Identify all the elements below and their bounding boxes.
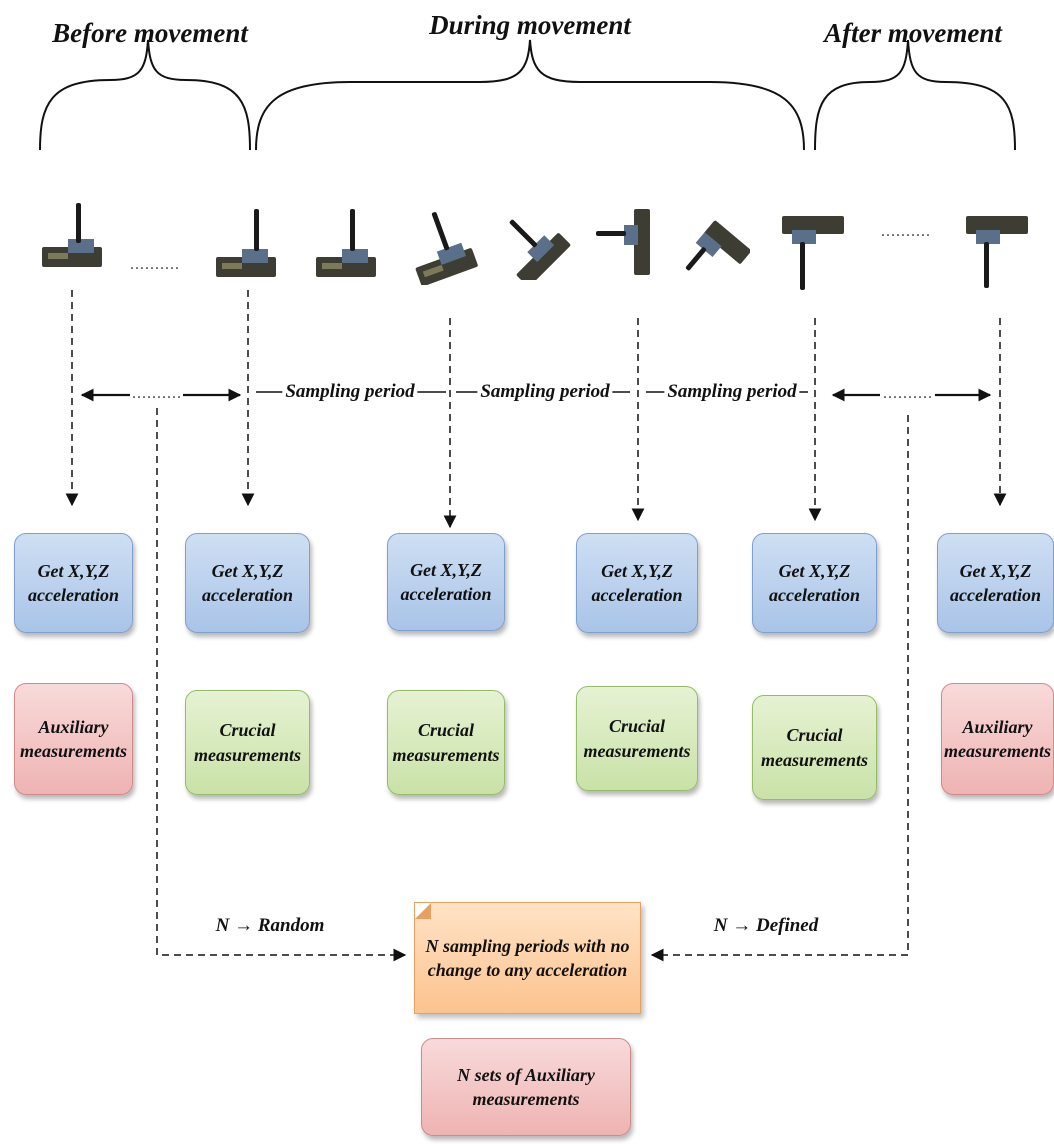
sampling-period-label: Sampling period (282, 381, 418, 403)
sensor-board-icon (685, 220, 750, 271)
ellipsis-after: .......... (881, 223, 931, 240)
heading-during-movement: During movement (429, 10, 631, 40)
brace-before (39, 39, 251, 151)
heading-before-movement: Before movement (52, 18, 248, 48)
brace-during (255, 39, 805, 151)
sensor-board-icon (216, 209, 276, 277)
sampling-period-label: Sampling period (477, 381, 613, 403)
sensor-board-icon (966, 216, 1028, 288)
brace-after (814, 39, 1016, 151)
sensor-board-icon (509, 219, 571, 280)
route-random (156, 408, 407, 962)
route-defined (650, 415, 909, 962)
random-label: N → Random (215, 915, 325, 936)
sensor-board-icon (782, 216, 844, 290)
ellipsis-before: .......... (130, 256, 180, 273)
sampling-period-label: Sampling period (664, 381, 800, 403)
sensor-board-icon (42, 203, 102, 267)
heading-after-movement: After movement (824, 18, 1002, 48)
sensor-board-icon (415, 212, 478, 285)
sensor-board-icon (316, 209, 376, 277)
timing-ellipsis-after: .......... (883, 385, 933, 402)
folded-corner (415, 903, 431, 919)
sensor-board-icon (596, 209, 650, 275)
defined-label: N → Defined (713, 915, 819, 936)
timing-ellipsis-before: .......... (132, 385, 182, 402)
